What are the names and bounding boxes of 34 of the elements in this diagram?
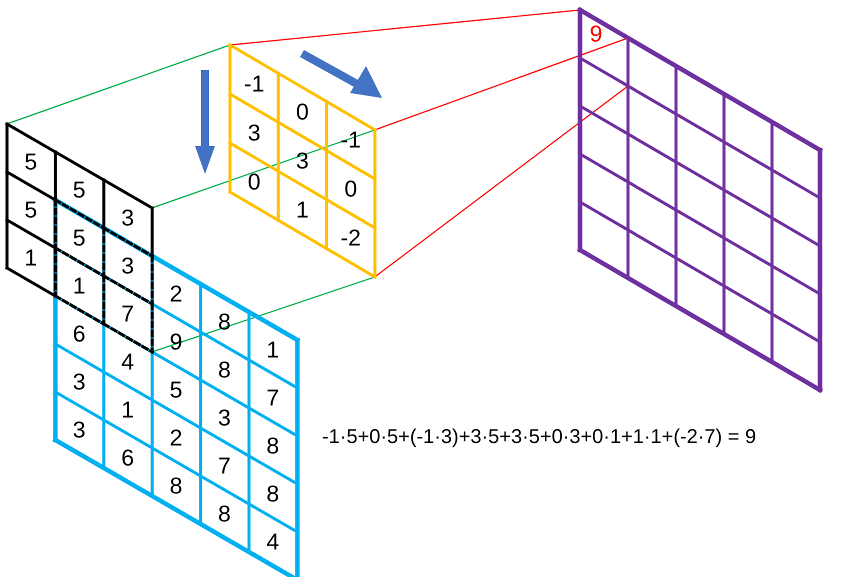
cell-value: 5 xyxy=(72,178,86,202)
cell-value: 7 xyxy=(218,454,231,478)
cell-value: 5 xyxy=(72,226,86,250)
connector-line xyxy=(374,86,628,278)
cell-value: 4 xyxy=(266,530,280,554)
cell-value: 3 xyxy=(121,254,134,278)
cell-value: 8 xyxy=(266,434,280,458)
connector-line xyxy=(152,276,376,353)
cell-value: 1 xyxy=(24,246,38,270)
cell-value: 7 xyxy=(266,386,280,410)
cell-value: 1 xyxy=(121,398,134,422)
cell-value: 7 xyxy=(121,302,134,326)
cell-value: 5 xyxy=(170,378,182,402)
connector-line xyxy=(6,44,230,125)
connector-line xyxy=(230,9,580,46)
cell-value: 6 xyxy=(121,446,134,470)
cell-value: 8 xyxy=(218,358,231,382)
cell-value: 3 xyxy=(72,418,86,442)
cell-value: 3 xyxy=(121,206,134,230)
cell-value: 8 xyxy=(170,474,182,498)
cell-value: 1 xyxy=(266,338,280,362)
cell-value: 2 xyxy=(170,282,182,306)
cell-value: 3 xyxy=(72,370,86,394)
cell-value: 6 xyxy=(72,322,86,346)
cell-value: 4 xyxy=(121,350,134,374)
cell-value: 1 xyxy=(72,274,86,298)
cell-value: 5 xyxy=(24,198,38,222)
equation-text: -1·5+0·5+(-1·3)+3·5+3·5+0·3+0·1+1·1+(-2·7) = 9 xyxy=(322,427,756,447)
connector-line xyxy=(374,37,628,130)
cell-value: 8 xyxy=(266,482,280,506)
cell-value: 2 xyxy=(170,426,182,450)
cell-value: 8 xyxy=(218,502,231,526)
cell-value: 5 xyxy=(24,150,38,174)
cell-value: 3 xyxy=(218,406,231,430)
